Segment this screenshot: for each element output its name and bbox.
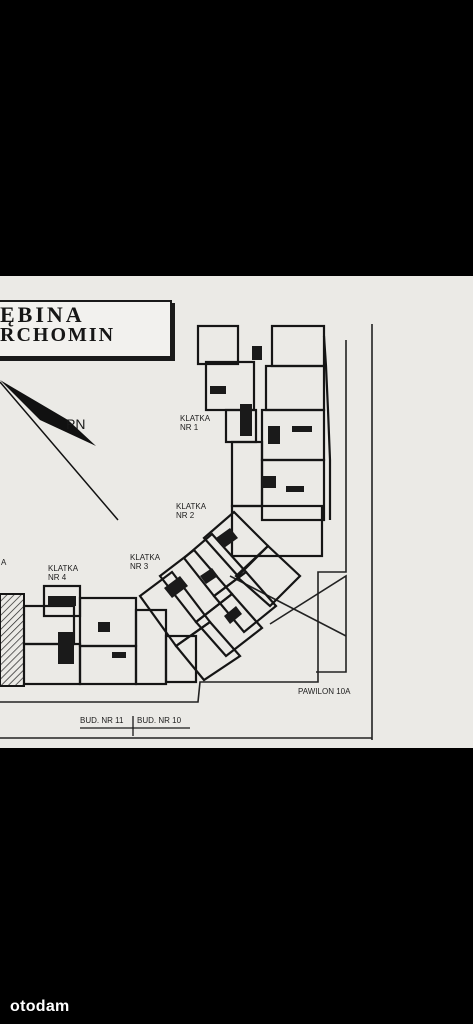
hatched-building	[0, 593, 25, 687]
bud-11-label: BUD. NR 11	[80, 716, 124, 725]
title-box	[0, 300, 172, 358]
building-wing-vertical	[196, 324, 332, 558]
klatka-3-label: KLATKA NR 3	[130, 553, 161, 571]
klatka-1-label: KLATKA NR 1	[180, 414, 211, 432]
compass-label: PN	[66, 416, 86, 432]
partial-label: A	[1, 558, 7, 567]
bud-10-label: BUD. NR 10	[137, 716, 182, 725]
klatka-4-label: KLATKA NR 4	[48, 564, 79, 582]
title-line-1: ĘBINA	[0, 302, 85, 327]
building-wing-diagonal-details	[164, 528, 242, 624]
title-line-2: RCHOMIN	[0, 324, 116, 346]
bud-divider-mark	[80, 716, 190, 736]
inner-boundary	[0, 340, 347, 703]
klatka-2-label: KLATKA NR 2	[176, 502, 207, 520]
floor-plan-photo: ĘBINA RCHOMIN PN KLATKA NR 1 KLATKA NR 2…	[0, 276, 473, 748]
building-wing-vertical-details	[210, 346, 312, 492]
floor-plan-drawing	[0, 324, 373, 740]
road-line	[229, 575, 347, 637]
pavilion-label: PAWILON 10A	[298, 687, 351, 696]
compass-arrow	[0, 380, 119, 521]
pavilion-outline	[269, 574, 347, 673]
building-wing-horizontal-details	[48, 596, 126, 664]
watermark-logo: otodam	[10, 998, 70, 1015]
